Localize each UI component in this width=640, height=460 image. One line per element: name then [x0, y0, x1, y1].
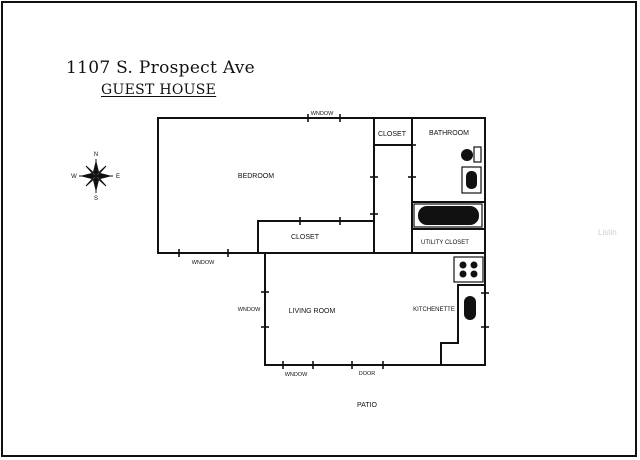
- sink-icon: [461, 166, 482, 194]
- compass-east-label: E: [116, 174, 120, 180]
- compass-west-label: W: [71, 174, 77, 180]
- window-label-bottom: WNDOW: [285, 372, 308, 378]
- page-subtitle: GUEST HOUSE: [101, 82, 217, 98]
- room-label-living-room: LIVING ROOM: [289, 308, 336, 315]
- room-label-closet-top: CLOSET: [378, 131, 407, 138]
- opening-markers: [178, 114, 489, 369]
- compass-south-label: S: [94, 196, 98, 202]
- toilet-icon: [461, 146, 482, 163]
- page-title: 1107 S. Prospect Ave: [66, 58, 255, 78]
- bathtub-icon: [413, 203, 483, 228]
- kitchen-sink-icon: [464, 296, 476, 320]
- door-label-bottom: DOOR: [359, 371, 376, 377]
- walls: [157, 117, 486, 366]
- room-label-utility-closet: UTILITY CLOSET: [421, 240, 469, 246]
- room-label-patio: PATIO: [357, 402, 378, 409]
- room-label-closet-mid: CLOSET: [291, 234, 320, 241]
- room-label-kitchenette: KITCHENETTE: [413, 307, 455, 313]
- compass-north-label: N: [94, 152, 98, 158]
- room-label-bathroom: BATHROOM: [429, 130, 469, 137]
- watermark-text: Listin: [598, 228, 617, 237]
- window-label-top: WNDOW: [311, 111, 334, 117]
- compass-rose-icon: [79, 159, 113, 193]
- window-label-living-left: WNDOW: [238, 307, 261, 313]
- room-label-bedroom: BEDROOM: [238, 173, 274, 180]
- stove-icon: [453, 256, 484, 283]
- window-label-bedroom-bottom: WNDOW: [192, 260, 215, 266]
